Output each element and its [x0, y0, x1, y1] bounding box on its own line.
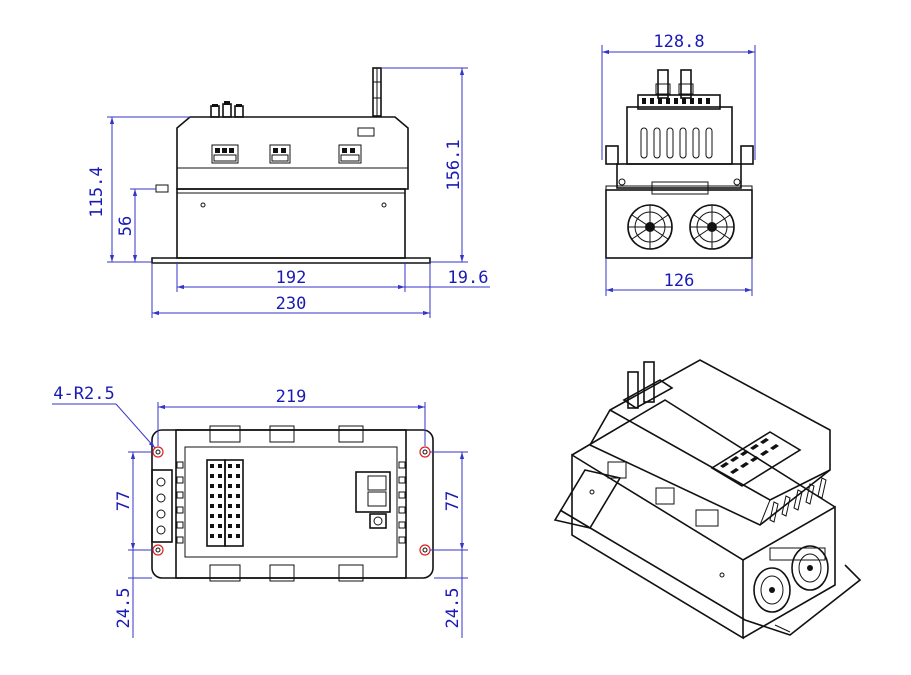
fan-icon [689, 204, 735, 250]
dim-plan-width: 219 [276, 387, 307, 407]
dim-plan-right-pitch: 77 [443, 491, 463, 511]
fan-icon [627, 204, 673, 250]
terminal-block-right [338, 144, 362, 164]
pcb-connector-array [206, 459, 244, 547]
dim-plan-right-offset: 24.5 [443, 588, 463, 629]
cable-gland-icon [210, 101, 244, 118]
dim-front-height-total: 115.4 [87, 166, 107, 217]
vent-slots [640, 127, 713, 159]
dim-front-height-base: 56 [116, 216, 136, 236]
antenna-connector-icon [372, 67, 382, 117]
comb-connector-icon [710, 431, 802, 487]
dim-side-bottom-width: 126 [664, 271, 695, 291]
front-view: 115.4 56 156.1 192 19.6 230 [87, 67, 490, 318]
mounting-hole-icon [152, 446, 431, 556]
iso-connector-icon [622, 361, 674, 409]
dim-plan-left-pitch: 77 [114, 491, 134, 511]
isometric-view [553, 359, 862, 640]
power-terminal-icon [355, 471, 391, 529]
fan-icon [753, 567, 791, 613]
dim-front-overall-width: 230 [276, 294, 307, 314]
fan-icon [791, 545, 829, 591]
dim-front-inner-width: 192 [276, 268, 307, 288]
plan-view: 4-R2.5 219 77 24.5 77 24.5 [52, 384, 468, 638]
dim-front-flange: 19.6 [448, 268, 489, 288]
terminal-block-middle [269, 144, 291, 164]
side-terminal-icon [151, 469, 173, 543]
side-view: 128.8 126 [601, 32, 756, 296]
dim-plan-left-offset: 24.5 [114, 588, 134, 629]
dim-front-overall-height: 156.1 [444, 139, 464, 190]
dim-side-top-width: 128.8 [653, 32, 704, 52]
dim-plan-hole-note: 4-R2.5 [53, 384, 114, 404]
terminal-block-left [211, 144, 239, 164]
